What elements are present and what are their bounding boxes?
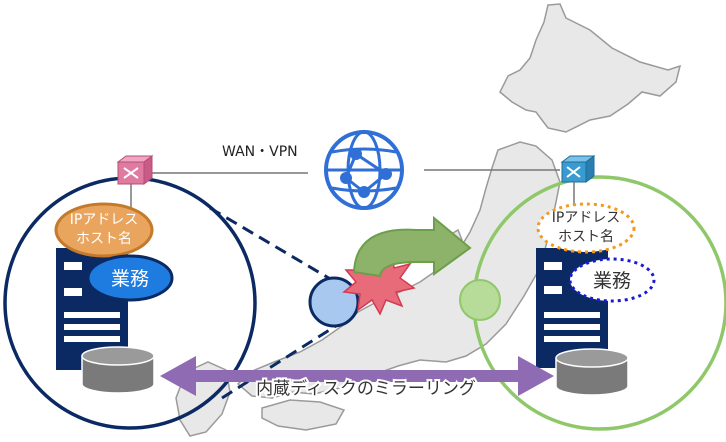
primary-location-marker: [308, 276, 360, 328]
primary-host-label: ホスト名: [76, 231, 132, 247]
mirroring-label: 内蔵ディスクのミラーリング: [256, 378, 476, 399]
standby-host-label: ホスト名: [558, 229, 614, 245]
standby-ip-label: IPアドレス: [552, 210, 621, 226]
globe-network-icon: [324, 130, 404, 210]
disk-storage-icon: [555, 348, 629, 396]
standby-business-label: 業務: [593, 270, 631, 292]
primary-business-label: 業務: [111, 268, 149, 290]
zoom-line-lower: [221, 320, 343, 400]
router-icon: [560, 155, 596, 183]
primary-ip-label: IPアドレス: [70, 212, 139, 228]
standby-ip-host-badge: [536, 202, 636, 254]
zoom-line-upper: [209, 206, 333, 282]
primary-business-badge: [86, 254, 174, 302]
router-icon: [116, 155, 154, 185]
disk-storage-icon: [81, 346, 155, 394]
standby-location-marker: [459, 279, 501, 321]
standby-business-badge: [568, 257, 656, 303]
curved-arrow-icon: [352, 215, 472, 278]
mirroring-arrow: [160, 356, 554, 396]
wan-label: WAN・VPN: [222, 144, 298, 160]
primary-ip-host-badge: [54, 202, 154, 258]
